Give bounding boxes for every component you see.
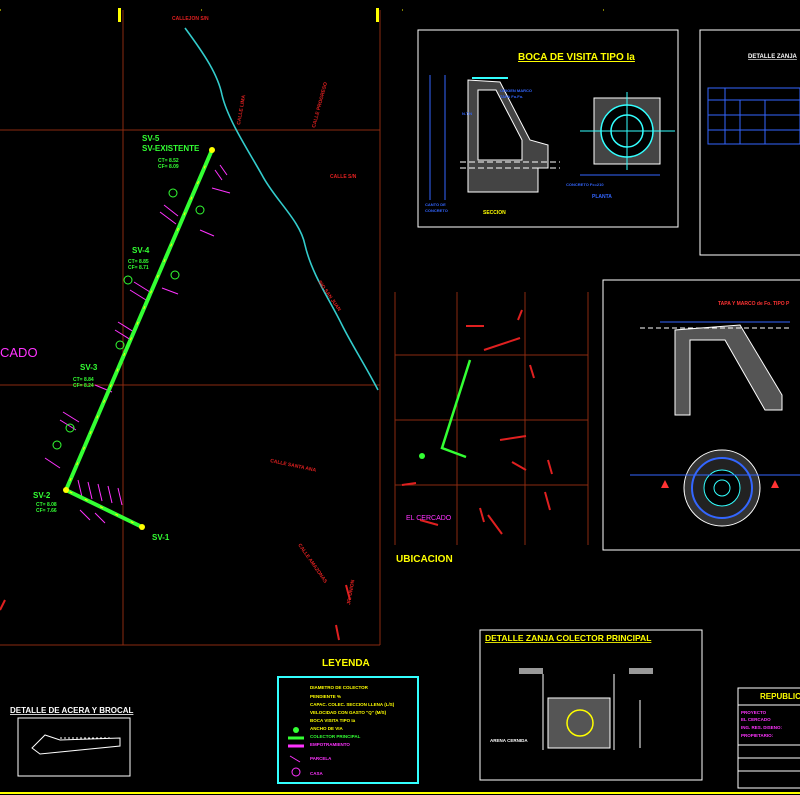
collector-pipe-detail	[65, 149, 213, 528]
boca-plant-label: PLANTA	[592, 194, 612, 200]
svg-text:CONCRETO Fc=210: CONCRETO Fc=210	[566, 182, 604, 187]
svg-text:CANTO DE: CANTO DE	[425, 202, 446, 207]
zanja-colector-detail: DETALLE ZANJA COLECTOR PRINCIPAL ARENA C…	[479, 629, 703, 781]
frame-tick	[376, 8, 379, 22]
svg-text:PARCELA: PARCELA	[310, 756, 332, 761]
river-line	[184, 27, 379, 391]
node-sv3: SV-3 CT= 8.84 CF= 8.24	[73, 363, 98, 389]
parcel-ticks	[44, 164, 231, 524]
svg-text:VELOCIDAD CON GASTO "Q" (M/S): VELOCIDAD CON GASTO "Q" (M/S)	[310, 710, 387, 715]
boca-section-label: SECCION	[483, 210, 506, 216]
acera-brocal-detail: DETALLE DE ACERA Y BROCAL	[10, 706, 134, 777]
svg-text:CASA: CASA	[310, 771, 324, 776]
plan-view: CALLEJON S/N CALLE LIMA CALLE PROGRESO C…	[0, 8, 381, 646]
building-marks	[0, 584, 351, 641]
svg-text:DETALLE DE ACERA Y BROCAL: DETALLE DE ACERA Y BROCAL	[10, 706, 134, 715]
svg-text:CF= 7.66: CF= 7.66	[36, 508, 57, 514]
svg-text:SV-EXISTENTE: SV-EXISTENTE	[142, 144, 200, 153]
svg-text:ORIGEN MARCO: ORIGEN MARCO	[500, 88, 532, 93]
svg-text:REPUBLIC: REPUBLIC	[760, 692, 800, 701]
street-label: CALLE SANTA ANA	[270, 458, 317, 474]
svg-text:CF= 8.71: CF= 8.71	[128, 265, 149, 271]
svg-text:COLECTOR PRINCIPAL: COLECTOR PRINCIPAL	[310, 734, 361, 739]
ubicacion-map: EL CERCADO UBICACION	[394, 292, 589, 565]
svg-text:EL CERCADO: EL CERCADO	[741, 717, 771, 722]
svg-text:CT= 8.52: CT= 8.52	[158, 158, 179, 164]
svg-text:BOCA VISITA TIPO Ia: BOCA VISITA TIPO Ia	[310, 718, 356, 723]
tapa-marco-detail: TAPA Y MARCO de Fo. TIPO P	[602, 279, 800, 551]
grid-lines	[0, 10, 381, 646]
svg-text:CT= 8.08: CT= 8.08	[36, 502, 57, 508]
svg-text:DETALLE ZANJA COLECTOR PRINCI: DETALLE ZANJA COLECTOR PRINCIPAL	[485, 633, 651, 643]
node-sv4: SV-4 CT= 8.85 CF= 8.71	[128, 246, 150, 271]
ubicacion-title: UBICACION	[396, 554, 453, 565]
street-label: CALLE AMAZONAS	[296, 543, 328, 585]
svg-text:DIAMETRO DE COLECTOR: DIAMETRO DE COLECTOR	[310, 685, 369, 690]
manhole-markers	[52, 147, 215, 530]
svg-text:ING. RES. DISENO:: ING. RES. DISENO:	[741, 725, 783, 730]
svg-text:PROYECTO: PROYECTO	[741, 710, 767, 715]
svg-text:SV-4: SV-4	[132, 246, 150, 255]
leyenda: LEYENDA DIAMETRO DE COLECTOR PENDIENTE %…	[277, 658, 419, 784]
area-label: CADO	[0, 345, 38, 360]
collector-pipe	[63, 149, 214, 529]
svg-text:DETALLE ZANJA: DETALLE ZANJA	[748, 54, 798, 60]
svg-text:CF= 8.24: CF= 8.24	[73, 383, 94, 389]
street-label: CALLE S/N	[330, 174, 357, 180]
svg-text:ANCHO DE VIA: ANCHO DE VIA	[310, 726, 344, 731]
street-label: CALLEJON S/N	[172, 16, 209, 22]
title-block: REPUBLIC PROYECTO EL CERCADO ING. RES. D…	[737, 687, 800, 789]
svg-text:SV-5: SV-5	[142, 134, 160, 143]
boca-visita-detail: BOCA DE VISITA TIPO Ia ORIGEN MARCO TAPA…	[417, 29, 679, 228]
frame-tick	[118, 8, 121, 22]
ubicacion-area: EL CERCADO	[406, 515, 452, 522]
svg-text:SV-3: SV-3	[80, 363, 98, 372]
svg-text:SV-2: SV-2	[33, 491, 51, 500]
svg-text:EMPOTRAMIENTO: EMPOTRAMIENTO	[310, 742, 350, 747]
svg-text:CAPAC. COLEC. SECCION LLENA (L: CAPAC. COLEC. SECCION LLENA (L/S)	[310, 702, 395, 707]
svg-text:LEYENDA: LEYENDA	[322, 658, 370, 669]
svg-text:ARENA CERNIDA: ARENA CERNIDA	[490, 738, 528, 743]
node-sv2: SV-2 CT= 8.08 CF= 7.66	[33, 491, 57, 514]
legend-symbols	[288, 727, 304, 777]
detalle-zanja-table: DETALLE ZANJA	[699, 29, 800, 256]
svg-text:TAPA Fo.Fo.: TAPA Fo.Fo.	[500, 94, 523, 99]
svg-text:PENDIENTE %: PENDIENTE %	[310, 694, 341, 699]
svg-text:CT= 8.85: CT= 8.85	[128, 259, 149, 265]
street-label: CALLE LIMA	[236, 94, 247, 125]
svg-text:N.T.N: N.T.N	[462, 111, 472, 116]
street-label: JR. UNION	[346, 579, 356, 605]
svg-text:CT= 8.84: CT= 8.84	[73, 377, 94, 383]
svg-text:CF= 8.09: CF= 8.09	[158, 164, 179, 170]
svg-text:TAPA Y MARCO de Fo. TIPO P: TAPA Y MARCO de Fo. TIPO P	[718, 301, 790, 307]
street-label: CALLE PROGRESO	[311, 82, 329, 129]
svg-text:PROPIETARIO:: PROPIETARIO:	[741, 733, 774, 738]
svg-text:CONCRETO: CONCRETO	[425, 208, 448, 213]
boca-title: BOCA DE VISITA TIPO Ia	[518, 52, 635, 63]
river-label: RIO SAN JUAN	[316, 280, 342, 313]
node-sv5: SV-5 SV-EXISTENTE CT= 8.52 CF= 8.09	[142, 134, 200, 170]
node-sv1: SV-1	[152, 533, 170, 542]
